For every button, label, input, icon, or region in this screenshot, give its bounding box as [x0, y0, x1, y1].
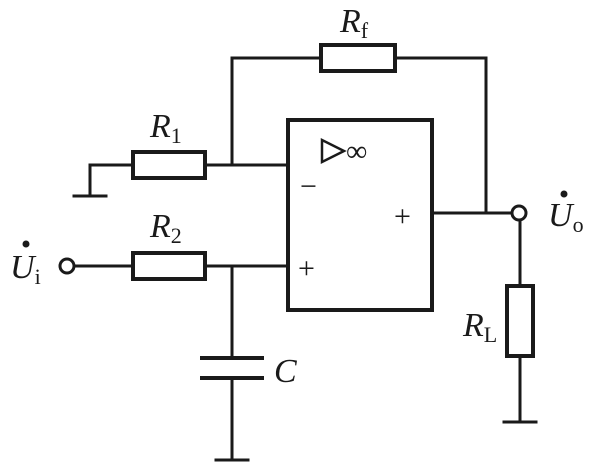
label-r1: R1 — [149, 108, 182, 148]
resistor-rl — [505, 284, 535, 358]
opamp-gain-symbol: ∞ — [346, 135, 367, 168]
label-r2: R2 — [149, 208, 182, 248]
resistor-rf — [319, 43, 397, 73]
grounds — [72, 194, 538, 462]
resistor-r2 — [131, 251, 207, 281]
inverting-input-sign: − — [300, 170, 317, 203]
opamp-symbol: ∞ — [320, 135, 367, 168]
label-output-voltage: Uo — [548, 197, 584, 237]
resistor-r1 — [131, 150, 207, 180]
label-rl: RL — [462, 307, 497, 347]
label-rf: Rf — [339, 3, 369, 43]
input-terminal — [58, 257, 76, 275]
wires — [72, 56, 522, 460]
input-phasor-dot — [22, 240, 30, 248]
output-terminal — [510, 204, 528, 222]
output-phasor-dot — [560, 190, 568, 198]
noninverting-input-sign: + — [298, 252, 315, 285]
opamp-triangle-icon — [320, 137, 347, 165]
opamp-body — [286, 118, 434, 312]
label-c: C — [274, 353, 297, 390]
capacitor-c — [200, 356, 264, 380]
output-sign: + — [394, 200, 411, 233]
label-input-voltage: Ui — [10, 249, 41, 289]
feedback-wire — [230, 56, 488, 215]
r1-wire — [88, 163, 290, 198]
